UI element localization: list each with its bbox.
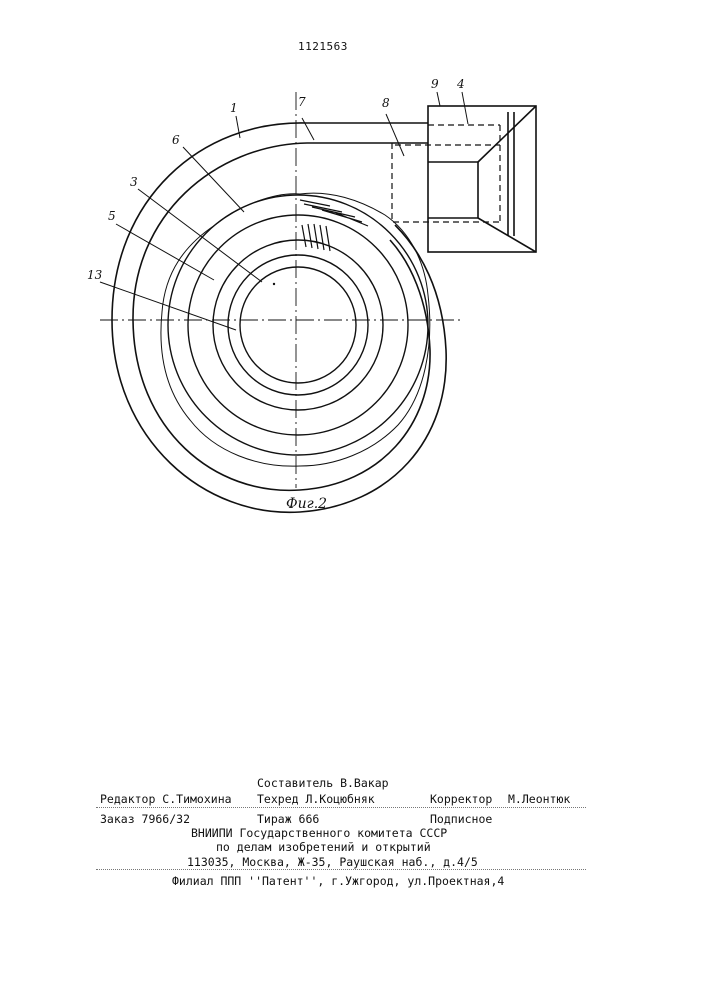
label-6: 6: [172, 133, 180, 147]
subscription: Подписное: [430, 812, 492, 826]
ring-inner: [228, 255, 368, 395]
leader-4: [462, 92, 468, 124]
leader-9: [437, 92, 440, 106]
housing-inner-frame: [428, 162, 478, 218]
ring-13: [240, 267, 356, 383]
leader-5: [116, 224, 214, 280]
editor: Редактор С.Тимохина: [100, 792, 232, 806]
housing-diagonal-top: [478, 106, 536, 162]
label-9: 9: [431, 77, 439, 91]
circulation: Тираж 666: [257, 812, 319, 826]
label-8: 8: [382, 96, 390, 110]
compiler: Составитель В.Вакар: [257, 776, 389, 790]
divider-top: [96, 807, 586, 808]
branch: Филиал ППП ''Патент'', г.Ужгород, ул.Про…: [172, 874, 504, 888]
leader-7: [302, 118, 314, 140]
dashed-insert-8: [392, 143, 500, 222]
label-1: 1: [230, 101, 238, 115]
ring-3: [213, 240, 383, 410]
corrector-label: Корректор: [430, 792, 492, 806]
label-7: 7: [298, 95, 306, 109]
label-5: 5: [108, 209, 116, 223]
center-dot: [273, 283, 275, 285]
org-line1: ВНИИПИ Государственного комитета СССР: [191, 826, 447, 840]
label-13: 13: [87, 268, 102, 282]
order: Заказ 7966/32: [100, 812, 190, 826]
housing-diagonal-bottom: [478, 218, 536, 252]
org-line2: по делам изобретений и открытий: [216, 840, 431, 854]
housing-9: [428, 106, 536, 252]
techred: Техред Л.Коцюбняк: [257, 792, 375, 806]
leader-6: [183, 147, 244, 212]
leader-3: [138, 189, 262, 282]
corrector-name: М.Леонтюк: [508, 792, 570, 806]
leader-8: [386, 114, 404, 156]
wavy-wall: [161, 193, 430, 466]
org-address: 113035, Москва, Ж-35, Раушская наб., д.4…: [187, 855, 478, 869]
ring-6: [168, 195, 428, 455]
label-3: 3: [130, 175, 138, 189]
figure-caption: Фиг.2: [286, 496, 327, 512]
label-4: 4: [457, 77, 465, 91]
divider-bottom: [96, 869, 586, 870]
leader-1: [236, 116, 240, 138]
